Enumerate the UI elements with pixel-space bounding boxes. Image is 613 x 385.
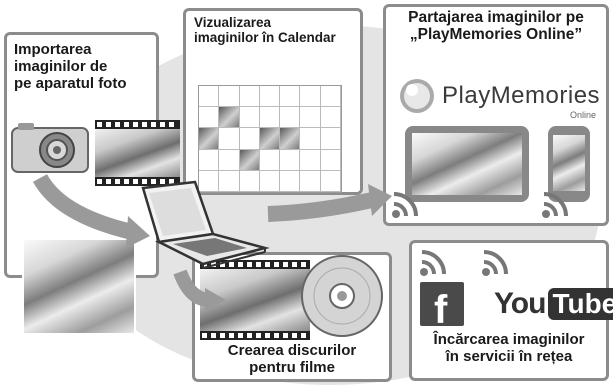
upload-label: Încărcarea imaginilor în servicii în reț… bbox=[433, 331, 585, 365]
film-strip-icon bbox=[200, 260, 310, 340]
smartphone-icon bbox=[548, 126, 590, 202]
youtube-logo: You Tube bbox=[494, 284, 613, 324]
laptop-icon bbox=[141, 180, 270, 269]
calendar-grid bbox=[198, 85, 342, 193]
calendar-label: Vizualizarea imaginilor în Calendar bbox=[194, 15, 336, 46]
wifi-icon bbox=[392, 192, 418, 218]
wifi-icon bbox=[420, 250, 446, 276]
facebook-icon: f bbox=[420, 282, 464, 326]
calendar-box bbox=[183, 8, 363, 195]
playmemories-logo-sub: Online bbox=[570, 110, 597, 120]
film-strip-icon bbox=[95, 120, 180, 186]
import-label: Importarea imaginilor de pe aparatul fot… bbox=[14, 41, 127, 92]
wifi-icon bbox=[542, 192, 568, 218]
wifi-icon bbox=[482, 250, 508, 276]
child-photo bbox=[22, 238, 136, 335]
share-label: Partajarea imaginilor pe „PlayMemories O… bbox=[408, 9, 584, 44]
disc-icon bbox=[301, 255, 383, 337]
playmemories-logo-icon bbox=[400, 79, 434, 113]
playmemories-logo: PlayMemories bbox=[442, 82, 601, 109]
camera-icon bbox=[11, 123, 89, 173]
disc-label: Crearea discurilor pentru filme bbox=[227, 342, 357, 376]
tablet-icon bbox=[405, 126, 529, 202]
